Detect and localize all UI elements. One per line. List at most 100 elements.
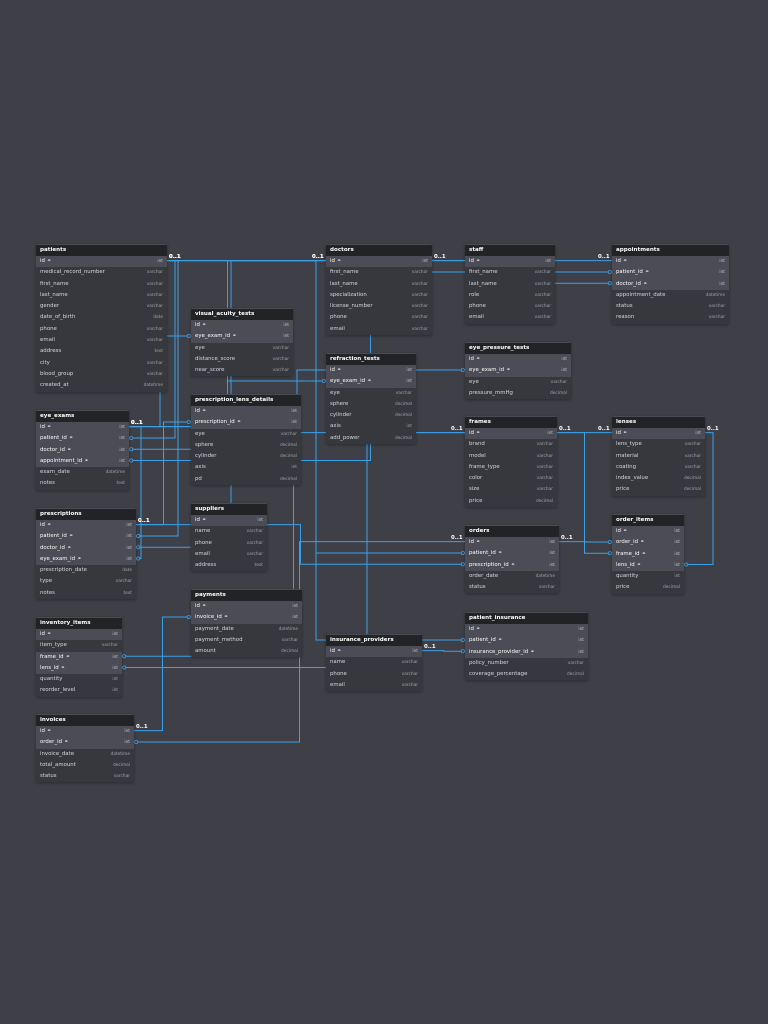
- table-header[interactable]: suppliers: [191, 503, 267, 515]
- column-row[interactable]: patient_id⚭int: [612, 267, 729, 279]
- column-row[interactable]: doctor_id⚭int: [36, 444, 129, 456]
- column-row[interactable]: id⚭int: [36, 726, 134, 738]
- column-row[interactable]: insurance_provider_id⚭int: [465, 646, 588, 658]
- column-row[interactable]: id⚭int: [191, 406, 301, 418]
- table-header[interactable]: inventory_items: [36, 617, 122, 629]
- table-header[interactable]: orders: [465, 525, 559, 537]
- column-row[interactable]: invoice_id⚭int: [191, 612, 302, 624]
- table-header[interactable]: prescriptions: [36, 508, 136, 520]
- table-header[interactable]: patient_insurance: [465, 612, 588, 624]
- table-header[interactable]: eye_pressure_tests: [465, 342, 571, 354]
- column-row[interactable]: doctor_id⚭int: [36, 542, 136, 554]
- column-row[interactable]: id⚭int: [191, 601, 302, 613]
- table-header[interactable]: invoices: [36, 714, 134, 726]
- table-header[interactable]: staff: [465, 244, 555, 256]
- table-header[interactable]: frames: [465, 416, 557, 428]
- column-row[interactable]: patient_id⚭int: [36, 531, 136, 543]
- table-header[interactable]: appointments: [612, 244, 729, 256]
- column-row[interactable]: patient_id⚭int: [465, 548, 559, 560]
- column-row[interactable]: id⚭int: [326, 646, 422, 658]
- column-row[interactable]: id⚭int: [465, 256, 555, 268]
- column-row[interactable]: id⚭int: [36, 520, 136, 532]
- column-row[interactable]: id⚭int: [612, 428, 705, 440]
- column-row[interactable]: eye_exam_id⚭int: [465, 365, 571, 377]
- relationship-line[interactable]: [684, 432, 714, 566]
- column-row[interactable]: id⚭int: [191, 515, 267, 527]
- column-row[interactable]: frame_id⚭int: [36, 651, 122, 663]
- column-row[interactable]: id⚭int: [612, 526, 684, 538]
- column-row[interactable]: id⚭int: [465, 428, 557, 440]
- column-row[interactable]: id⚭int: [465, 624, 588, 636]
- table-header[interactable]: prescription_lens_details: [191, 394, 301, 406]
- table-header[interactable]: doctors: [326, 244, 432, 256]
- column-row[interactable]: frame_id⚭int: [612, 548, 684, 560]
- column-row[interactable]: lens_id⚭int: [612, 559, 684, 572]
- column-row[interactable]: doctor_id⚭int: [612, 278, 729, 290]
- column-row[interactable]: eye_exam_id⚭int: [326, 376, 416, 388]
- column-row[interactable]: eye_exam_id⚭int: [191, 331, 293, 343]
- column-row[interactable]: id⚭int: [191, 320, 293, 332]
- column-row[interactable]: patient_id⚭int: [36, 433, 129, 445]
- column-row[interactable]: id⚭int: [326, 365, 416, 377]
- column-row[interactable]: order_id⚭int: [36, 737, 134, 749]
- table-header[interactable]: eye_exams: [36, 410, 129, 422]
